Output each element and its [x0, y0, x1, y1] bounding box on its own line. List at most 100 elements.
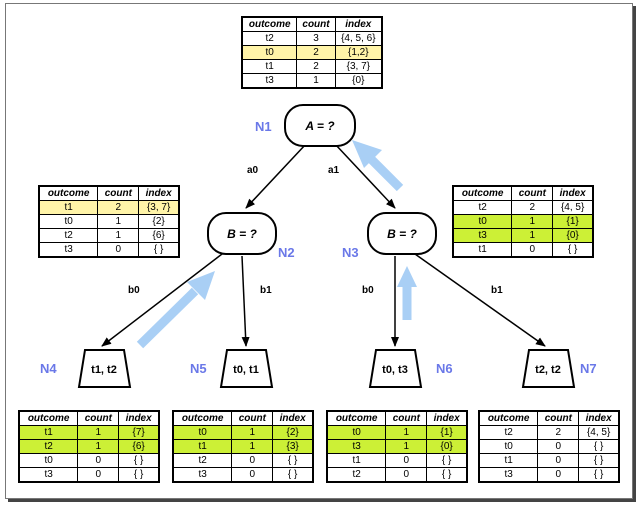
index-cell: {4, 5} [578, 425, 620, 440]
count-cell: 1 [77, 439, 120, 454]
leaf-n5: t0, t1 [219, 349, 274, 388]
count-cell: 0 [537, 467, 580, 483]
count-cell: 1 [511, 214, 554, 229]
node-label-n2: N2 [278, 245, 295, 260]
outcome-cell: t1 [326, 453, 387, 468]
count-cell: 0 [231, 467, 274, 483]
count-cell: 0 [385, 453, 428, 468]
outcome-cell: t1 [38, 200, 99, 215]
outcome-cell: t2 [38, 228, 99, 243]
outcome-cell: t2 [172, 453, 233, 468]
index-cell: {0} [334, 73, 383, 89]
index-cell: {7} [118, 425, 160, 440]
column-header: count [77, 410, 120, 426]
edge-label-a0: a0 [247, 165, 259, 176]
index-cell: {2} [138, 214, 180, 229]
outcome-cell: t1 [478, 453, 539, 468]
outcome-cell: t3 [326, 439, 387, 454]
outcome-cell: t0 [172, 425, 233, 440]
node-label-n1: N1 [255, 119, 272, 134]
column-header: outcome [172, 410, 233, 426]
column-header: outcome [241, 16, 298, 32]
count-cell: 2 [511, 200, 554, 215]
node-label-n6: N6 [436, 361, 453, 376]
leaf-n6: t0, t3 [368, 349, 423, 388]
outcome-cell: t0 [326, 425, 387, 440]
index-cell: { } [272, 467, 314, 483]
count-cell: 0 [511, 242, 554, 258]
outcome-cell: t3 [38, 242, 99, 258]
node-label-n3: N3 [342, 245, 359, 260]
leaf-n5-text: t0, t1 [233, 364, 259, 376]
outcome-cell: t0 [478, 439, 539, 454]
count-cell: 0 [97, 242, 140, 258]
index-cell: {6} [138, 228, 180, 243]
index-cell: {3, 7} [138, 200, 180, 215]
index-cell: { } [118, 453, 160, 468]
column-header: outcome [326, 410, 387, 426]
outcome-cell: t3 [478, 467, 539, 483]
count-cell: 1 [296, 73, 336, 89]
index-cell: { } [426, 453, 468, 468]
count-cell: 3 [296, 31, 336, 46]
outcome-cell: t2 [478, 425, 539, 440]
column-header: index [272, 410, 314, 426]
edge-n2-n5 [241, 255, 250, 347]
edge-label-b1-left: b1 [260, 285, 272, 296]
flow-arrow-n6-n3 [397, 266, 417, 320]
column-header: index [118, 410, 160, 426]
node-n1-test: A = ? [304, 119, 335, 133]
index-cell: {4, 5, 6} [334, 31, 383, 46]
node-n3-test: B = ? [387, 227, 417, 241]
index-cell: { } [118, 467, 160, 483]
leaf-n7-text: t2, t2 [535, 364, 561, 376]
column-header: outcome [452, 185, 513, 201]
column-header: outcome [18, 410, 79, 426]
index-cell: {0} [552, 228, 594, 243]
outcome-cell: t0 [241, 45, 298, 60]
count-cell: 1 [77, 425, 120, 440]
flow-arrow-n3-n1 [352, 140, 404, 192]
column-header: index [426, 410, 468, 426]
column-header: count [296, 16, 336, 32]
index-cell: {1} [552, 214, 594, 229]
node-label-n5: N5 [190, 361, 207, 376]
count-cell: 1 [385, 425, 428, 440]
index-cell: {3} [272, 439, 314, 454]
node-label-n4: N4 [40, 361, 57, 376]
count-cell: 1 [231, 425, 274, 440]
outcome-cell: t1 [452, 242, 513, 258]
index-cell: { } [272, 453, 314, 468]
index-cell: {1,2} [334, 45, 383, 60]
edge-n2-n4 [101, 253, 223, 347]
outcome-cell: t3 [241, 73, 298, 89]
column-header: outcome [478, 410, 539, 426]
index-cell: { } [552, 242, 594, 258]
count-cell: 1 [385, 439, 428, 454]
